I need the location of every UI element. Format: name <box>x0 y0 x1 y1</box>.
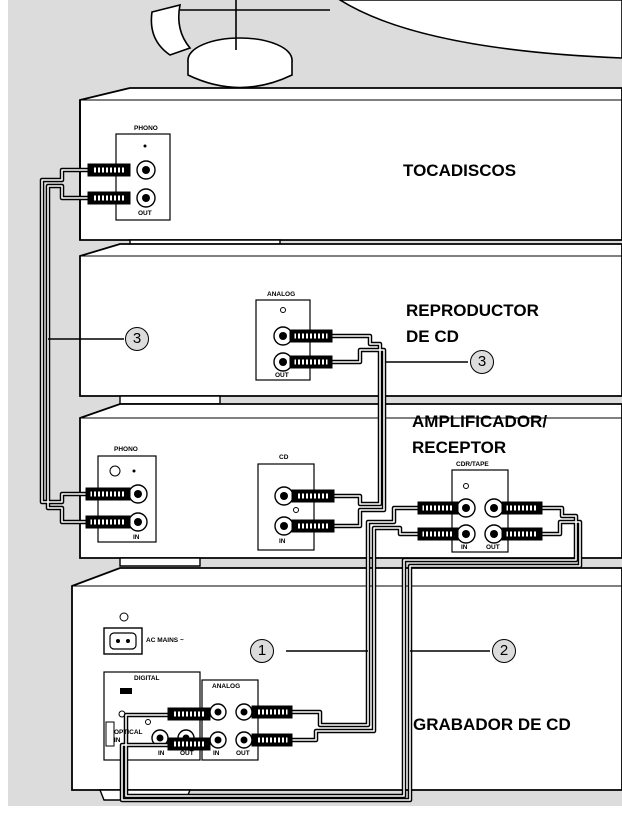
rec-digital-out-label: OUT <box>180 750 194 758</box>
label-turntable: TOCADISCOS <box>403 159 516 183</box>
cd-player-body <box>80 244 622 404</box>
rec-optical-label-2: IN <box>114 737 121 745</box>
cdplayer-out-label: OUT <box>275 372 289 380</box>
callout-1: 1 <box>250 639 274 663</box>
amp-phono-label: PHONO <box>114 446 138 454</box>
amp-cdrtape-out-label: OUT <box>486 544 500 552</box>
rec-optical-label-1: OPTICAL <box>114 729 143 737</box>
turntable-phono-label: PHONO <box>134 125 158 133</box>
amp-cd-in-label: IN <box>279 538 286 546</box>
label-amplifier-line1: AMPLIFICADOR/ <box>412 410 547 434</box>
rec-analog-in-label: IN <box>213 750 220 758</box>
amplifier-cd-panel <box>258 464 314 550</box>
amp-cdrtape-label: CDR/TAPE <box>456 461 489 469</box>
label-cd-player-line1: REPRODUCTOR <box>406 299 539 323</box>
rec-ac-mains-label: AC MAINS ~ <box>146 637 184 645</box>
amp-phono-in-label: IN <box>133 534 140 542</box>
amp-cdrtape-in-label: IN <box>461 544 468 552</box>
rec-analog-label: ANALOG <box>212 683 240 691</box>
turntable-phono-panel <box>116 134 170 220</box>
turntable-platter <box>151 0 622 88</box>
amp-cd-label: CD <box>279 454 288 462</box>
callout-2: 2 <box>492 639 516 663</box>
cdplayer-analog-label: ANALOG <box>267 291 295 299</box>
label-amplifier-line2: RECEPTOR <box>412 436 506 460</box>
callout-3-left: 3 <box>125 327 149 351</box>
label-cd-player-line2: DE CD <box>406 325 459 349</box>
callout-3-right: 3 <box>470 350 494 374</box>
bottom-margin <box>0 806 622 815</box>
turntable-out-label: OUT <box>138 210 152 218</box>
label-cd-recorder: GRABADOR DE CD <box>413 713 571 737</box>
rec-digital-label: DIGITAL <box>134 675 160 683</box>
left-margin <box>0 0 8 815</box>
rec-analog-out-label: OUT <box>236 750 250 758</box>
rec-digital-in-label: IN <box>158 750 165 758</box>
amplifier-cdrtape-panel <box>452 470 508 552</box>
